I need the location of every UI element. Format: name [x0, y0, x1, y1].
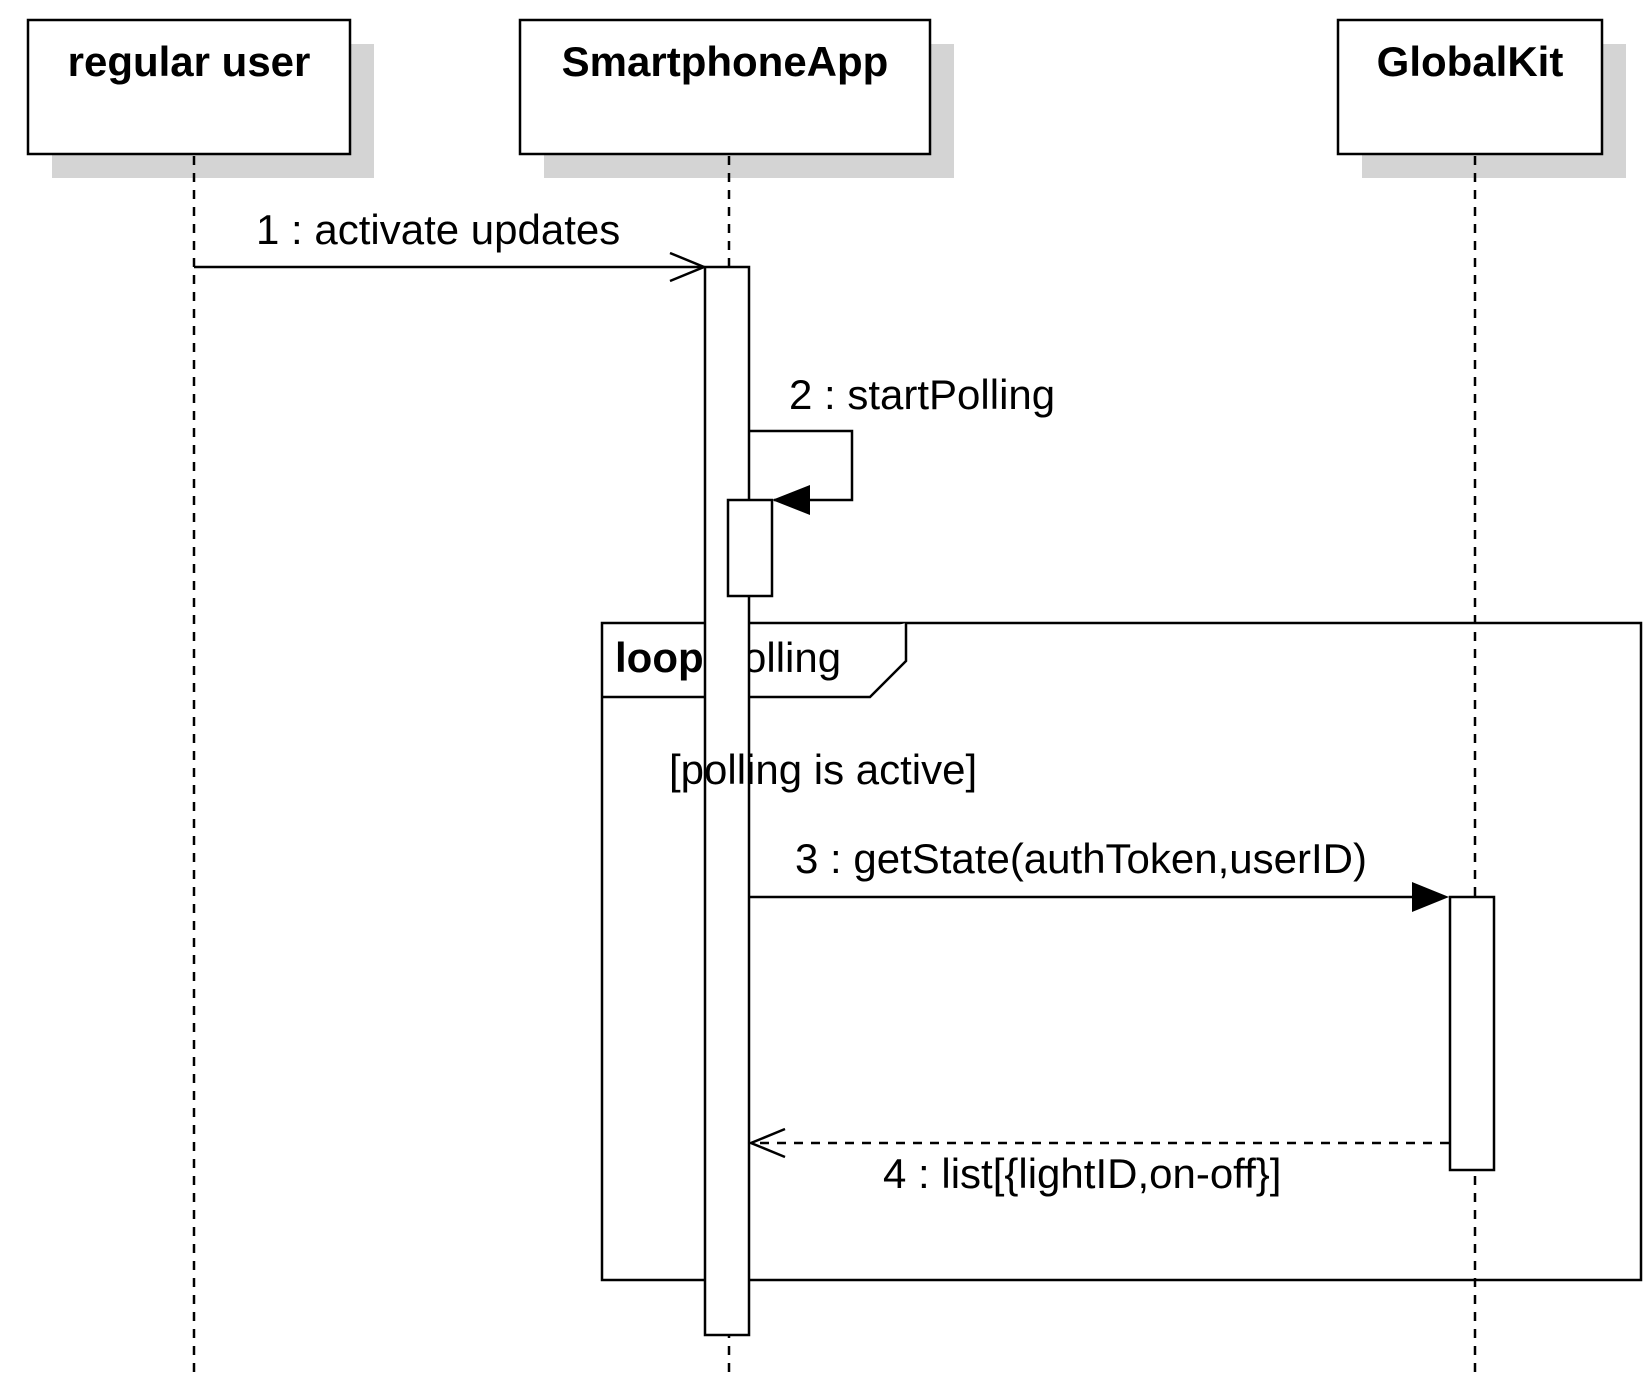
activation-smartphone-app-nested — [726, 498, 774, 598]
activation-smartphone-app — [703, 265, 751, 1337]
participant-globalkit — [1336, 18, 1604, 156]
message-2-label: 2 : startPolling — [789, 371, 1055, 418]
message-1-label: 1 : activate updates — [256, 206, 620, 253]
message-3-label: 3 : getState(authToken,userID) — [795, 835, 1367, 882]
message-1-arrowhead — [669, 251, 708, 283]
participant-globalkit-label: GlobalKit — [1377, 38, 1564, 85]
loop-guard: [polling is active] — [669, 746, 977, 793]
loop-fragment-frame — [600, 621, 1643, 1282]
message-2-line — [749, 429, 854, 502]
activation-globalkit — [1448, 895, 1496, 1172]
participant-smartphone-app-label: SmartphoneApp — [562, 38, 889, 85]
participant-regular-user-label: regular user — [68, 38, 311, 85]
loop-keyword: loop — [615, 634, 704, 681]
participant-regular-user — [26, 18, 352, 156]
message-2-arrowhead — [772, 485, 810, 515]
message-4-arrowhead — [747, 1127, 786, 1159]
message-4-label: 4 : list[{lightID,on-off}] — [883, 1150, 1281, 1197]
participant-smartphone-app — [518, 18, 932, 156]
message-3-arrowhead — [1412, 882, 1449, 912]
